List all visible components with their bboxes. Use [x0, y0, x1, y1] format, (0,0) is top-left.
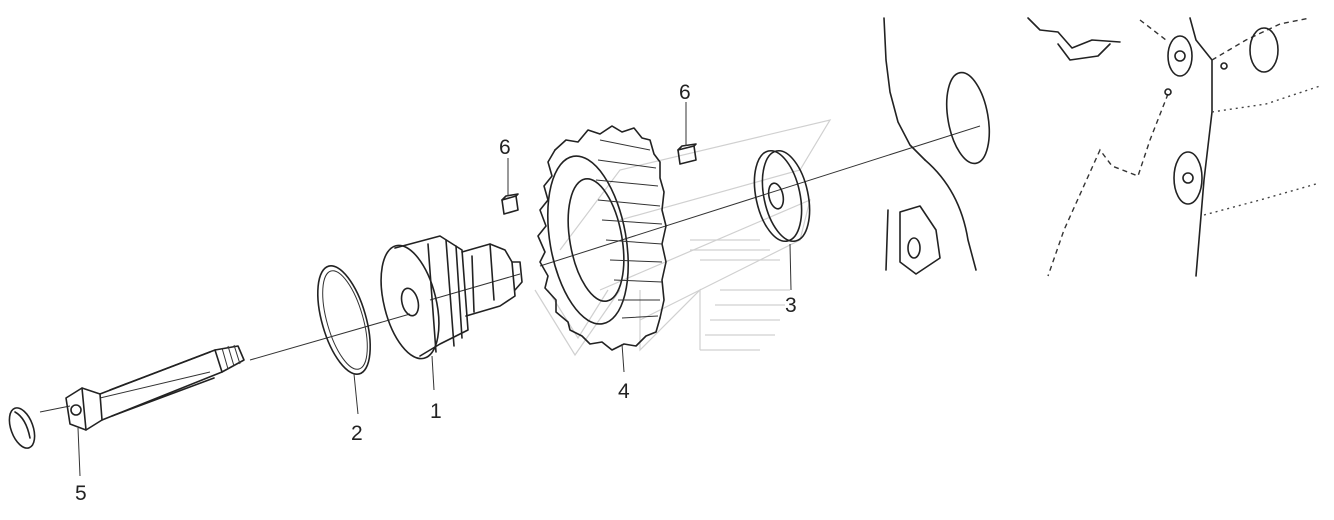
callout-4: 4: [618, 380, 630, 403]
hub-part-1: [380, 235, 523, 360]
assembly-centerline: [39, 125, 981, 413]
callout-6-left: 6: [499, 136, 511, 159]
callout-3: 3: [785, 294, 797, 317]
leader-4: [621, 343, 625, 373]
o-ring-part-2: [317, 265, 371, 375]
leader-5: [77, 427, 81, 477]
gear-part-4: [537, 125, 667, 351]
leader-3: [789, 243, 792, 291]
callout-6-right: 6: [679, 81, 691, 104]
pin-part-6-right: [677, 143, 697, 165]
pin-part-6-left: [501, 193, 519, 215]
bolt-part-5: [65, 344, 245, 431]
washer-part-5: [8, 407, 36, 449]
leader-lines: [77, 102, 792, 477]
callout-5: 5: [75, 482, 87, 505]
engine-housing: [883, 17, 1321, 277]
callout-2: 2: [351, 422, 363, 445]
watermark: [534, 119, 832, 357]
callout-1: 1: [430, 400, 442, 423]
thrust-washer-part-3: [753, 149, 811, 243]
leader-2: [353, 373, 359, 415]
leader-1: [431, 355, 435, 391]
